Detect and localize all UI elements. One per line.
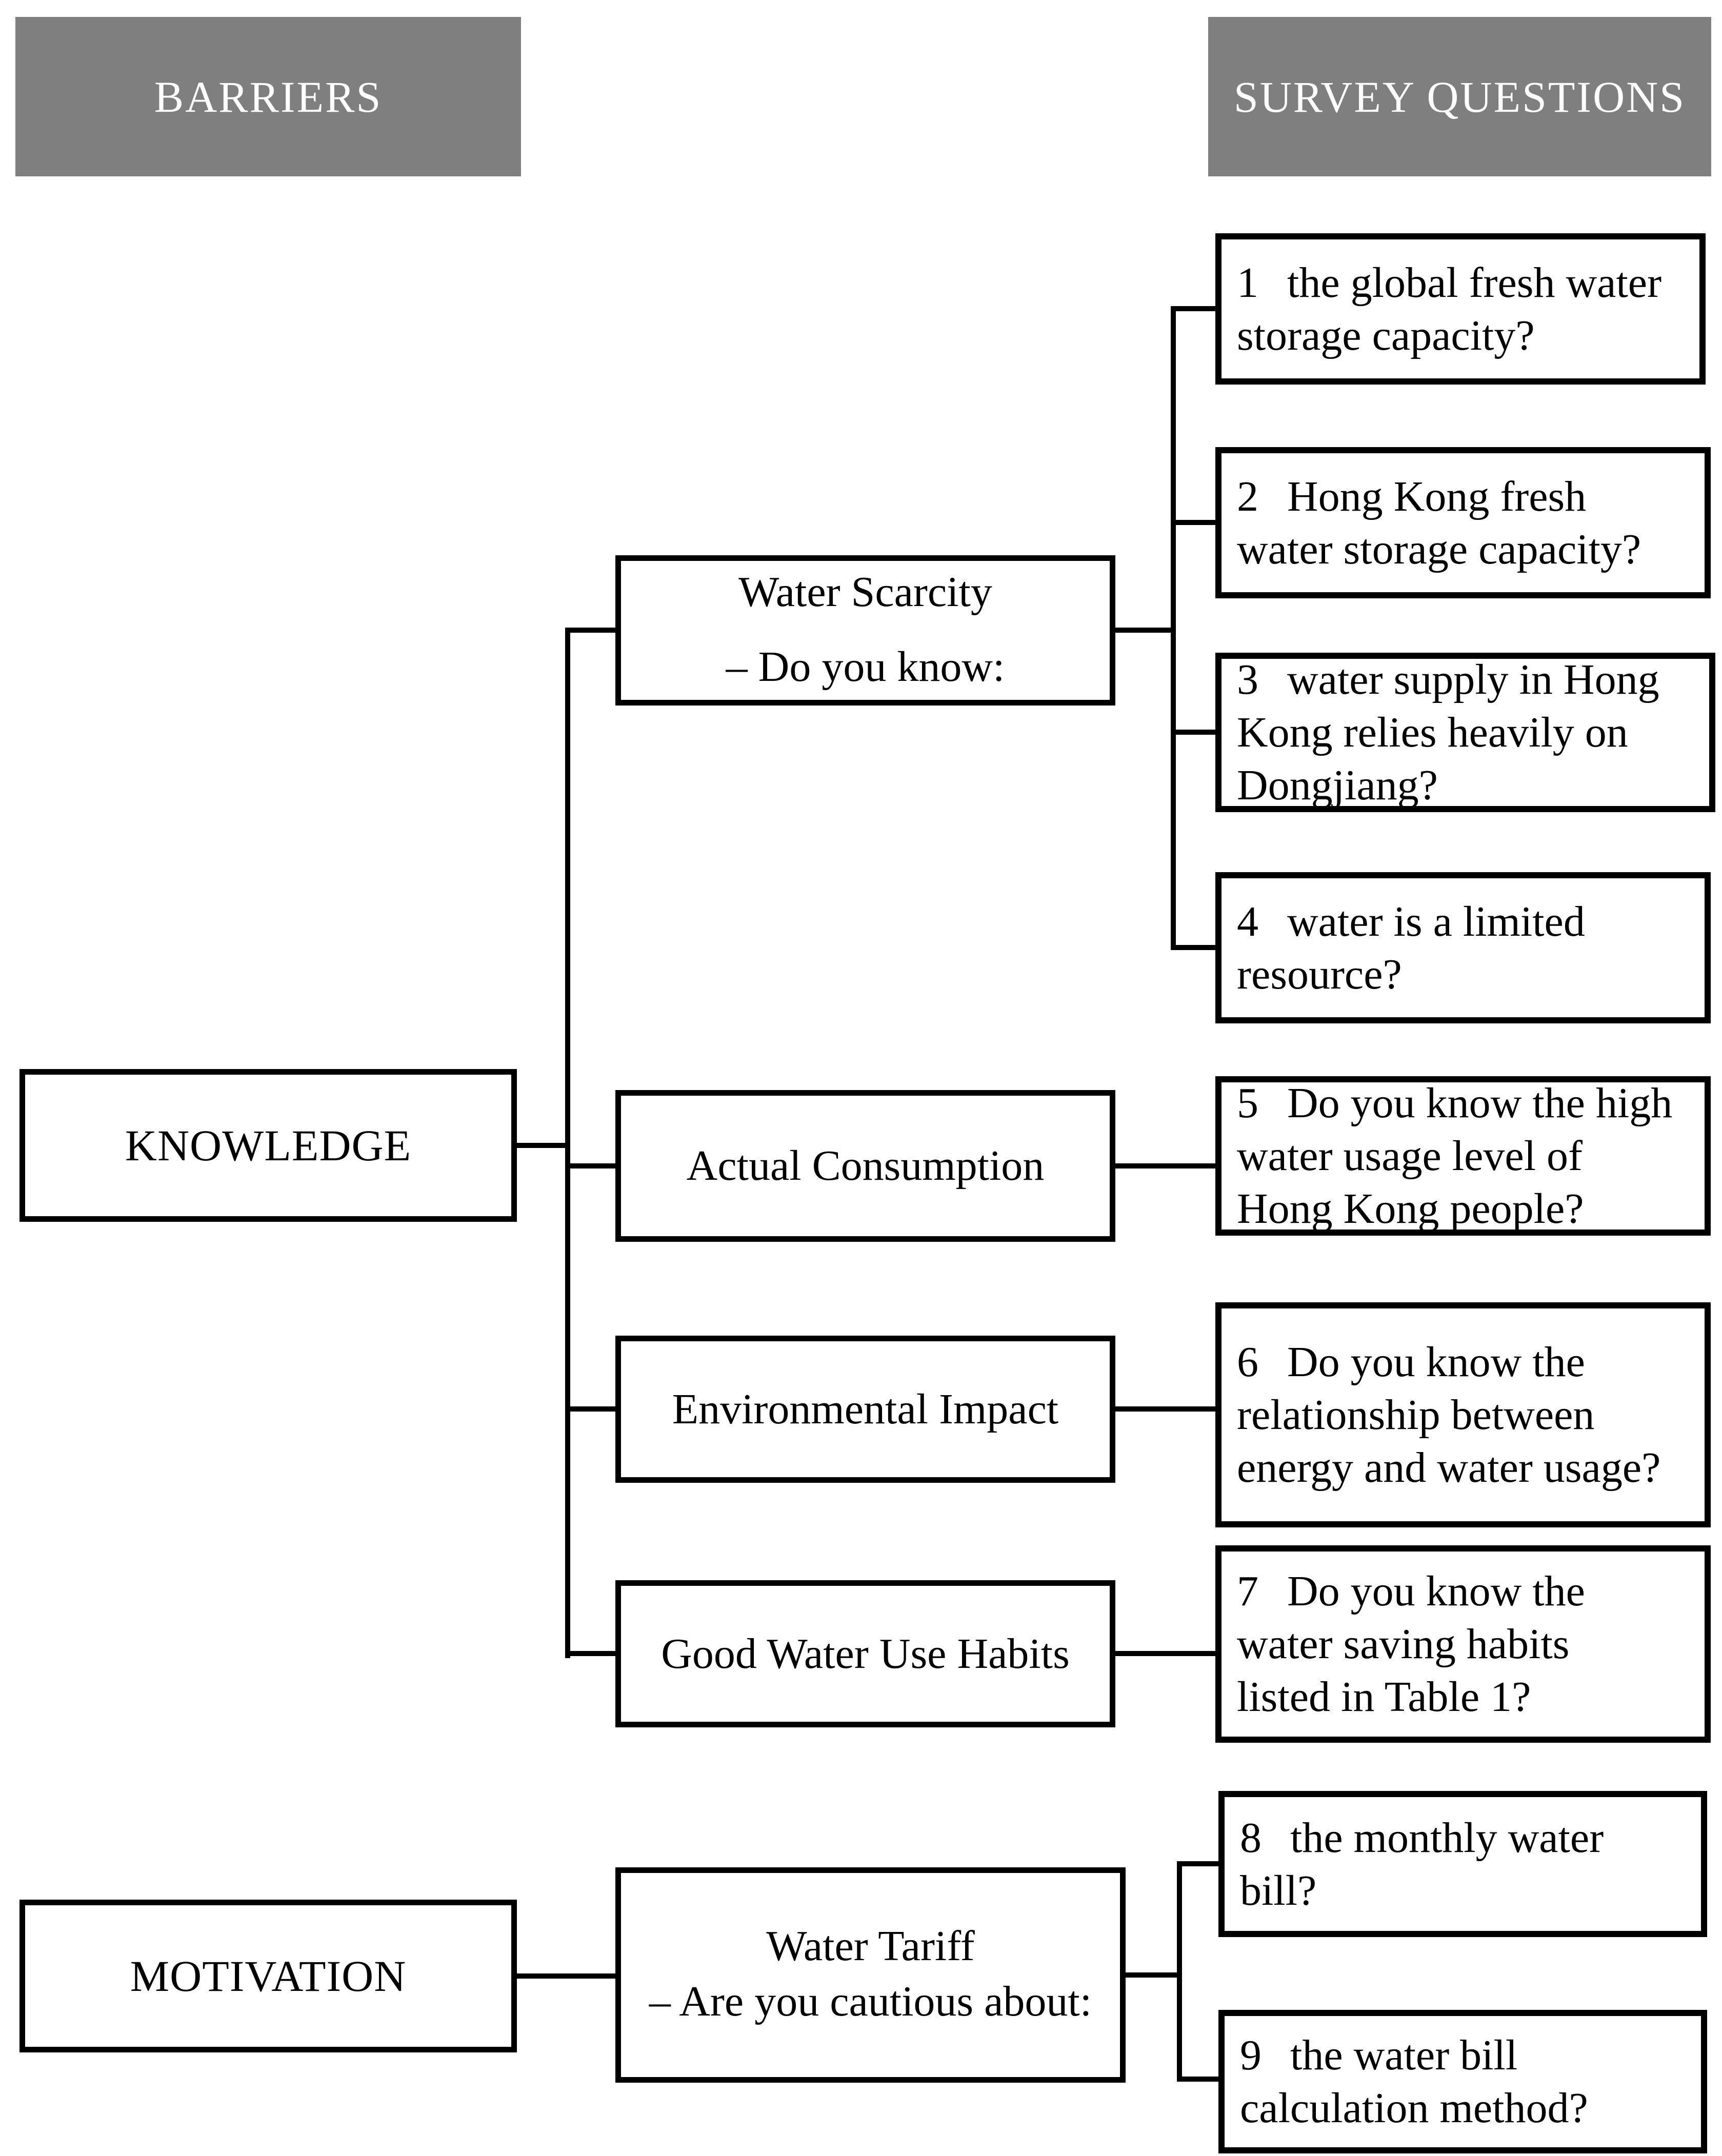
question-1-number: 1: [1237, 258, 1258, 307]
water-tariff-box: Water Tariff – Are you cautious about:: [615, 1867, 1126, 2083]
water-scarcity-trunk-line: [1171, 306, 1176, 950]
barriers-header: BARRIERS: [15, 17, 521, 176]
question-1-text: the global fresh water storage capacity?: [1237, 258, 1662, 359]
connector-trunk-to-question-2: [1171, 520, 1218, 525]
water-tariff-subtitle: – Are you cautious about:: [649, 1978, 1092, 2025]
question-9-text: the water bill calculation method?: [1240, 2031, 1588, 2132]
connector-motivation-to-water-tariff: [517, 1973, 618, 1979]
connector-knowledge-to-trunk: [517, 1143, 570, 1148]
connector-trunk-to-water-scarcity: [565, 628, 618, 633]
question-8-number: 8: [1240, 1814, 1262, 1862]
question-9-number: 9: [1240, 2031, 1262, 2079]
question-3-text: water supply in Hong Kong relies heavily…: [1237, 656, 1659, 809]
water-scarcity-subtitle: – Do you know:: [726, 642, 1005, 691]
question-3-number: 3: [1237, 656, 1258, 703]
survey-questions-header: SURVEY QUESTIONS: [1208, 17, 1711, 176]
motivation-label: MOTIVATION: [130, 1951, 407, 2001]
connector-trunk-to-question-3: [1171, 730, 1218, 735]
knowledge-box: KNOWLEDGE: [19, 1069, 517, 1222]
question-2-number: 2: [1237, 472, 1258, 520]
water-scarcity-title: Water Scarcity: [738, 568, 992, 616]
question-2-text: Hong Kong fresh water storage capacity?: [1237, 472, 1641, 573]
question-8-text: the monthly water bill?: [1240, 1814, 1604, 1915]
actual-consumption-box: Actual Consumption: [615, 1090, 1115, 1242]
connector-trunk-to-question-1: [1171, 306, 1218, 311]
question-6-text: Do you know the relationship between ene…: [1237, 1338, 1661, 1492]
connector-good-water-use-habits-to-question-7: [1112, 1651, 1218, 1656]
knowledge-label: KNOWLEDGE: [125, 1121, 412, 1170]
question-7-number: 7: [1237, 1567, 1258, 1615]
question-5-text: Do you know the high water usage level o…: [1237, 1079, 1673, 1233]
question-6-number: 6: [1237, 1338, 1258, 1386]
connector-trunk-to-question-9: [1177, 2077, 1222, 2082]
connector-trunk-to-question-8: [1177, 1861, 1222, 1866]
question-4-text: water is a limited resource?: [1237, 897, 1585, 998]
connector-water-scarcity-to-trunk: [1112, 628, 1176, 633]
connector-actual-consumption-to-question-5: [1112, 1163, 1218, 1168]
connector-trunk-to-question-4: [1171, 945, 1218, 950]
water-scarcity-box: Water Scarcity – Do you know:: [615, 555, 1115, 706]
good-water-use-habits-box: Good Water Use Habits: [615, 1580, 1115, 1727]
good-water-use-habits-title: Good Water Use Habits: [661, 1629, 1070, 1678]
connector-water-tariff-to-trunk: [1123, 1972, 1182, 1978]
environmental-impact-box: Environmental Impact: [615, 1336, 1115, 1483]
question-5-number: 5: [1237, 1079, 1258, 1127]
connector-trunk-to-actual-consumption: [565, 1163, 618, 1168]
water-tariff-trunk-line: [1177, 1861, 1182, 2082]
connector-environmental-impact-to-question-6: [1112, 1406, 1218, 1412]
question-4-number: 4: [1237, 897, 1258, 945]
connector-trunk-to-environmental-impact: [565, 1406, 618, 1412]
question-7-text: Do you know the water saving habits list…: [1237, 1567, 1585, 1721]
motivation-box: MOTIVATION: [19, 1900, 517, 2052]
water-tariff-title: Water Tariff: [766, 1922, 975, 1970]
actual-consumption-title: Actual Consumption: [686, 1142, 1045, 1190]
knowledge-trunk-line: [565, 628, 570, 1658]
connector-trunk-to-good-water-use-habits: [565, 1651, 618, 1656]
environmental-impact-title: Environmental Impact: [672, 1385, 1059, 1433]
